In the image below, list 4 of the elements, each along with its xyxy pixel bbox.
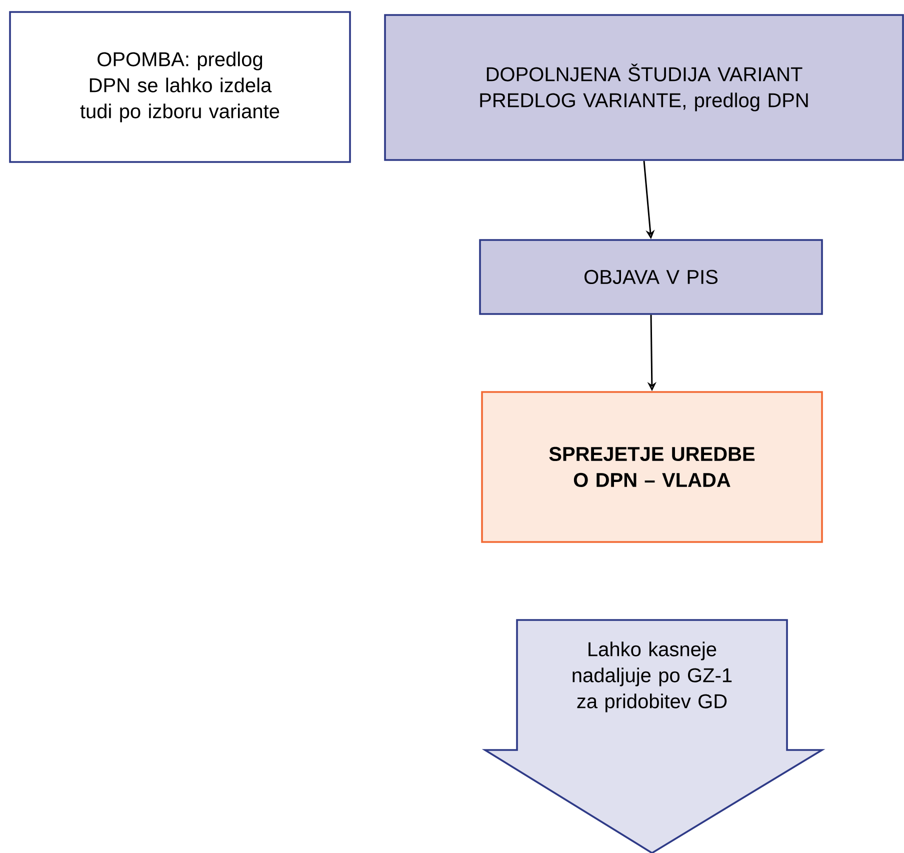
process-box: DOPOLNJENA ŠTUDIJA VARIANT PREDLOG VARIANTE, predlog DPN — [384, 14, 904, 161]
note-box: OPOMBA: predlog DPN se lahko izdela tudi po izboru variante — [9, 11, 351, 163]
process-box: OBJAVA V PIS — [479, 239, 823, 315]
result-box: SPREJETJE UREDBE O DPN – VLADA — [481, 391, 823, 543]
